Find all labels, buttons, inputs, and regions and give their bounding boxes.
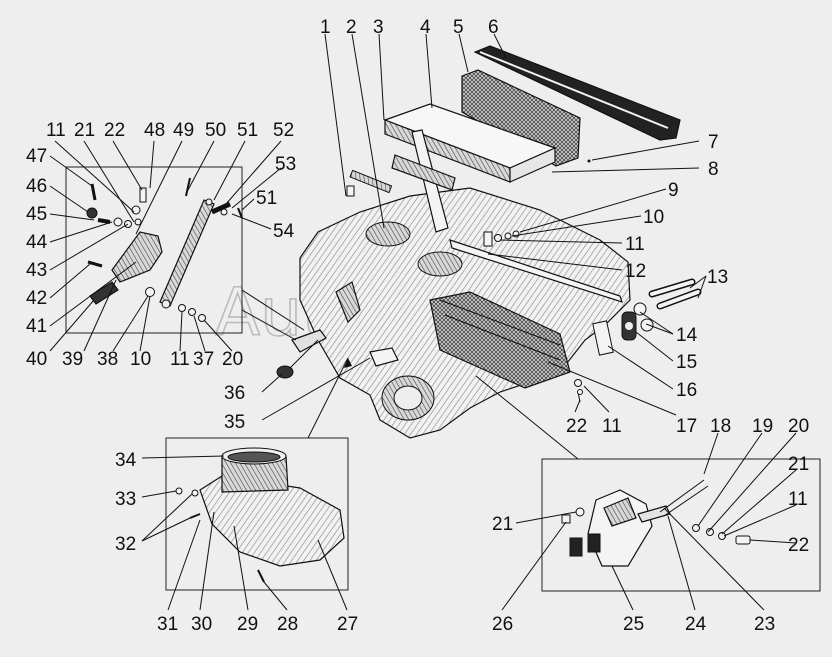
callout-28: 28 xyxy=(277,614,298,635)
callout-21: 21 xyxy=(74,120,95,141)
mounting-plate xyxy=(592,320,614,356)
callout-12: 12 xyxy=(625,261,646,282)
damper-tube xyxy=(335,281,361,324)
callout-9: 9 xyxy=(668,180,679,201)
callout-21: 21 xyxy=(492,514,513,535)
callout-50: 50 xyxy=(205,120,226,141)
callout-32: 32 xyxy=(115,534,136,555)
callout-43: 43 xyxy=(26,260,47,281)
long-link-rod xyxy=(159,199,215,307)
top-vent-opening-left xyxy=(365,221,411,247)
callout-20: 20 xyxy=(222,349,243,370)
callout-2: 2 xyxy=(346,17,357,38)
callout-13: 13 xyxy=(707,267,728,288)
callout-17: 17 xyxy=(676,416,697,437)
fan-motor-inset xyxy=(165,357,352,591)
callout-1: 1 xyxy=(320,17,331,38)
callout-19: 19 xyxy=(752,416,773,437)
callout-22: 22 xyxy=(788,535,809,556)
callout-3: 3 xyxy=(373,17,384,38)
callout-26: 26 xyxy=(492,614,513,635)
callout-37: 37 xyxy=(193,349,214,370)
callout-42: 42 xyxy=(26,288,47,309)
clip-2 xyxy=(346,185,355,197)
callout-44: 44 xyxy=(26,232,48,253)
callout-52: 52 xyxy=(273,120,294,141)
callout-40: 40 xyxy=(26,349,47,370)
callout-11: 11 xyxy=(602,416,622,437)
callout-11: 11 xyxy=(788,489,808,510)
leader-lines xyxy=(49,33,797,611)
callout-31: 31 xyxy=(157,614,178,635)
callout-8: 8 xyxy=(708,159,719,180)
callout-6: 6 xyxy=(488,17,499,38)
callout-30: 30 xyxy=(191,614,212,635)
top-vent-opening-right xyxy=(417,251,463,277)
callout-46: 46 xyxy=(26,176,47,197)
callout-51: 51 xyxy=(256,188,277,209)
valve-inset xyxy=(475,375,821,592)
radiator-core xyxy=(429,291,571,389)
callout-53: 53 xyxy=(275,154,296,175)
callout-38: 38 xyxy=(97,349,118,370)
callout-10: 10 xyxy=(643,207,664,228)
lever-bracket xyxy=(111,231,163,283)
callout-29: 29 xyxy=(237,614,258,635)
filter-mesh-panel xyxy=(461,69,581,167)
callout-5: 5 xyxy=(453,17,464,38)
callout-41: 41 xyxy=(26,316,47,337)
callout-22: 22 xyxy=(104,120,125,141)
control-lever xyxy=(291,329,327,353)
callout-24: 24 xyxy=(685,614,707,635)
fan-motor-inset-frame xyxy=(165,437,349,591)
callout-36: 36 xyxy=(224,383,245,404)
callout-23: 23 xyxy=(754,614,775,635)
callout-45: 45 xyxy=(26,204,47,225)
callout-35: 35 xyxy=(224,412,245,433)
callout-7: 7 xyxy=(708,132,719,153)
callout-10: 10 xyxy=(130,349,151,370)
front-bracket xyxy=(369,347,399,367)
lever-inset xyxy=(65,166,305,341)
callout-33: 33 xyxy=(115,489,136,510)
bottom-strip xyxy=(349,169,393,194)
callout-25: 25 xyxy=(623,614,644,635)
main-heater-assembly xyxy=(276,187,631,439)
callout-4: 4 xyxy=(420,17,431,38)
callout-54: 54 xyxy=(273,221,295,242)
filter-seal-strip xyxy=(473,45,681,141)
callout-21: 21 xyxy=(788,454,809,475)
callout-18: 18 xyxy=(710,416,731,437)
callout-15: 15 xyxy=(676,352,697,373)
callout-14: 14 xyxy=(676,325,698,346)
valve-inset-frame xyxy=(541,458,821,592)
callout-48: 48 xyxy=(144,120,165,141)
callout-20: 20 xyxy=(788,416,809,437)
handle-lever xyxy=(89,281,119,305)
callout-34: 34 xyxy=(115,450,137,471)
right-hardware xyxy=(483,159,702,403)
callout-51: 51 xyxy=(237,120,258,141)
callout-39: 39 xyxy=(62,349,83,370)
callout-11: 11 xyxy=(625,234,645,255)
control-rod xyxy=(449,239,623,303)
lever-inset-frame xyxy=(65,166,243,334)
callout-47: 47 xyxy=(26,146,47,167)
callout-27: 27 xyxy=(337,614,358,635)
callout-16: 16 xyxy=(676,380,697,401)
air-filter-group xyxy=(346,45,681,233)
callout-49: 49 xyxy=(173,120,194,141)
callout-22: 22 xyxy=(566,416,587,437)
callout-11: 11 xyxy=(170,349,190,370)
callout-numbers: 1 2 3 4 5 6 7 8 9 10 11 12 13 14 15 16 2… xyxy=(26,17,809,635)
callout-11: 11 xyxy=(46,120,66,141)
